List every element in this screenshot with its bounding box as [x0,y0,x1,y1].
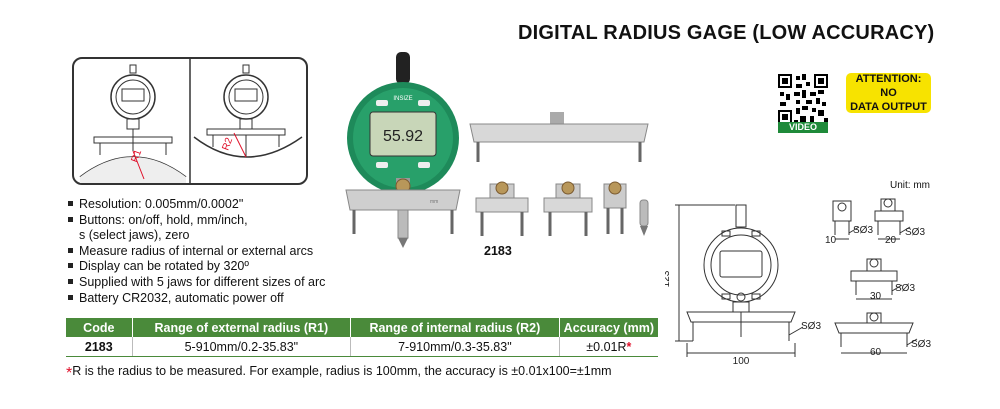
r2-label: R2 [220,136,235,152]
attention-line-1: ATTENTION: NO [855,73,922,99]
hold-button[interactable] [376,162,388,168]
spec-table: Code Range of external radius (R1) Range… [66,318,658,357]
feature-item: Display can be rotated by 320º [68,259,325,275]
attention-badge: ATTENTION: NO DATA OUTPUT [846,73,931,113]
technical-drawing: 123 100 SØ3 10 SØ3 20 SØ3 30 SØ3 60 SØ3 [665,198,931,365]
dim-jaw4: 60 [870,347,882,358]
dim-height: 123 [665,270,672,287]
dim-jaw1: 10 [825,235,837,246]
feature-item-continued: s (select jaws), zero [68,228,325,244]
on-off-button[interactable] [418,162,430,168]
feature-text: Resolution: 0.005mm/0.0002" [79,197,244,211]
features-list: Resolution: 0.005mm/0.0002" Buttons: on/… [68,197,325,306]
bullet-icon [68,294,73,300]
page-title: DIGITAL RADIUS GAGE (LOW ACCURACY) [518,22,935,44]
dim-jaw3-tip: SØ3 [895,283,915,294]
jaw-small-2 [543,181,593,236]
product-illustration: 55.92 INSIZE mm [345,52,649,248]
feature-text: Measure radius of internal or external a… [79,243,314,258]
lcd-display [369,111,437,157]
feature-text: Buttons: on/off, hold, mm/inch, [79,212,248,227]
bullet-icon [68,263,73,269]
external-radius-sketch: R1 [79,64,187,183]
cell-r1: 5-910mm/0.2-35.83" [132,337,352,357]
mode-button[interactable] [376,100,388,106]
base-unit-label: mm [430,199,438,205]
measuring-tip [639,199,649,236]
r1-label: R1 [129,148,144,164]
dim-jaw2: 20 [885,235,897,246]
zero-button[interactable] [418,100,430,106]
header-accuracy: Accuracy (mm) [559,318,658,337]
long-jaw [469,123,649,143]
bullet-icon [68,247,73,253]
feature-item: Battery CR2032, automatic power off [68,291,325,307]
dim-jaw1-tip: SØ3 [853,225,873,236]
footnote-star: * [66,365,73,382]
feature-item: Measure radius of internal or external a… [68,244,325,260]
feature-text: Supplied with 5 jaws for different sizes… [79,274,326,289]
table-row: 2183 5-910mm/0.2-35.83" 7-910mm/0.3-35.8… [66,337,658,357]
gauge-base [345,189,461,211]
accuracy-star: * [626,339,632,354]
jaw-small-3 [603,181,627,234]
dim-tip: SØ3 [801,321,821,332]
bullet-icon [68,216,73,222]
jaw-small-1 [475,181,529,236]
feature-item: Resolution: 0.005mm/0.0002" [68,197,325,213]
dim-jaw4-tip: SØ3 [911,339,931,350]
feature-text: Display can be rotated by 320º [79,259,249,274]
feature-item: Buttons: on/off, hold, mm/inch, [68,213,325,229]
header-r1: Range of external radius (R1) [132,318,352,337]
feature-text: s (select jaws), zero [79,228,190,243]
bullet-icon [68,201,73,206]
bullet-icon [68,278,73,284]
dim-jaw2-tip: SØ3 [905,227,925,238]
accuracy-value: ±0.01R [586,339,627,354]
dim-jaw3: 30 [870,291,882,302]
footnote: *R is the radius to be measured. For exa… [66,364,612,383]
internal-radius-sketch: R2 [193,64,303,158]
model-label: 2183 [484,244,512,258]
header-code: Code [66,318,133,337]
lcd-reading: 55.92 [383,128,423,145]
table-header-row: Code Range of external radius (R1) Range… [66,318,658,337]
cell-accuracy: ±0.01R* [559,337,658,357]
cell-r2: 7-910mm/0.3-35.83" [350,337,560,357]
usage-diagram-panel: R1 R2 [72,57,308,185]
brand-label: INSIZE [393,96,412,102]
feature-item: Supplied with 5 jaws for different sizes… [68,275,325,291]
unit-label: Unit: mm [890,180,930,191]
attention-line-2: DATA OUTPUT [850,101,927,113]
gauge-stem [396,52,410,84]
feature-text: Battery CR2032, automatic power off [79,290,284,305]
footnote-text: R is the radius to be measured. For exam… [72,364,612,378]
usage-diagram: R1 R2 [79,59,303,183]
header-r2: Range of internal radius (R2) [350,318,560,337]
dim-width: 100 [733,356,750,365]
cell-code: 2183 [66,337,133,357]
qr-code[interactable] [778,74,828,124]
video-label[interactable]: VIDEO [778,122,828,133]
